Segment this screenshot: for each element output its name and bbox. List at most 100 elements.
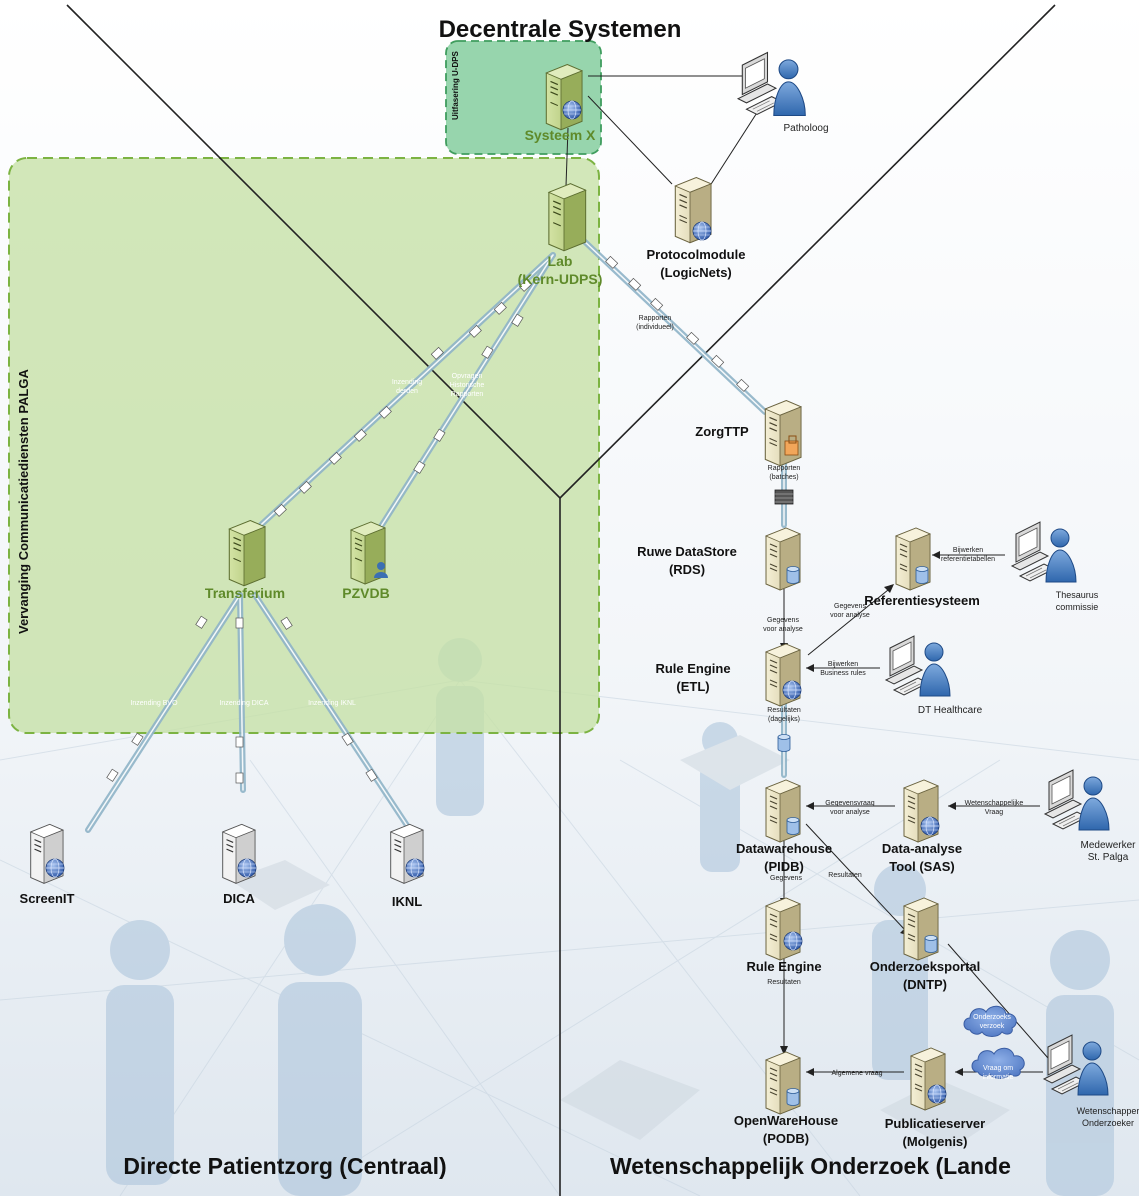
node-publicatieserver[interactable]: Publicatieserver (Molgenis) [885, 1047, 985, 1149]
server-icon [545, 63, 583, 131]
rapporten-individueel-label-2: (individueel) [636, 324, 674, 331]
server-icon [548, 183, 587, 252]
uitfasering-region-label: Uitfasering U-DPS [451, 50, 460, 120]
pzvdb-label: PZVDB [342, 585, 389, 601]
opvragen-label-1: Opvragen [452, 373, 483, 380]
node-data-analyse-tool[interactable]: Data-analyse Tool (SAS) [882, 779, 962, 874]
opvragen-label-2: Historische [450, 382, 485, 389]
dt-healthcare-label: DT Healthcare [918, 705, 983, 716]
batch-stack-icon [774, 489, 794, 505]
title-decentrale-systemen: Decentrale Systemen [439, 16, 682, 43]
globe-icon [237, 858, 257, 878]
lab-label-1: Lab [548, 253, 573, 269]
node-thesaurus[interactable]: Thesaurus commissie [1011, 521, 1099, 612]
vraag-om-informatie-label-2: informatie [983, 1074, 1014, 1081]
node-rule-engine-etl[interactable]: Rule Engine (ETL) [655, 643, 802, 707]
database-icon [915, 566, 929, 584]
lab-label-2: (Kern-UDPS) [518, 271, 603, 287]
globe-icon [45, 858, 65, 878]
protocolmodule-label-2: (LogicNets) [660, 265, 732, 280]
gegevens-analyse-2-label-1: Gegevens [834, 603, 866, 610]
inzending-dica-label: Inzending DICA [219, 700, 268, 707]
dica-label: DICA [223, 891, 255, 906]
rapporten-batches-label-1: Rapporten [768, 465, 801, 472]
globe-icon [920, 816, 940, 836]
resultaten-2-label: Resultaten [767, 979, 801, 986]
data-analyse-label-1: Data-analyse [882, 841, 962, 856]
node-systeem-x[interactable]: Systeem X [525, 63, 596, 143]
daily-results-cylinder-icon [777, 734, 791, 752]
node-patholoog[interactable]: Patholoog [737, 51, 829, 135]
datawarehouse-label-1: Datawarehouse [736, 841, 832, 856]
node-referentiesysteem[interactable]: Referentiesysteem [864, 527, 980, 608]
onderzoeksportal-label-2: (DNTP) [903, 977, 947, 992]
rule-engine-label: Rule Engine [746, 959, 821, 974]
node-iknl[interactable]: IKNL [390, 823, 425, 909]
rule-engine-etl-label-1: Rule Engine [655, 661, 730, 676]
cloud-vraag-om-informatie: Vraag om informatie [971, 1047, 1025, 1081]
pipes [85, 237, 794, 833]
node-lab[interactable]: Lab (Kern-UDPS) [518, 183, 603, 287]
onderzoeksportal-label-1: Onderzoeksportal [870, 959, 981, 974]
zone-dividers [66, 4, 1056, 1196]
rds-label-1: Ruwe DataStore [637, 544, 737, 559]
user-badge-icon [374, 562, 388, 578]
algemene-vraag-label: Algemene vraag [832, 1070, 883, 1077]
node-screenit[interactable]: ScreenIT [20, 823, 75, 906]
onderzoeks-verzoek-label-2: verzoek [980, 1023, 1005, 1030]
title-wetenschappelijk-onderzoek: Wetenschappelijk Onderzoek (Lande [610, 1153, 1011, 1179]
node-pzvdb[interactable]: PZVDB [342, 521, 390, 601]
node-rds[interactable]: Ruwe DataStore (RDS) [637, 527, 801, 591]
wetenschappelijke-vraag-label-1: Wetenschappelijke [965, 800, 1024, 807]
gegevens-label: Gegevens [770, 875, 802, 882]
onderzoeks-verzoek-label-1: Onderzoeks [973, 1014, 1011, 1021]
rapporten-individueel-label-1: Rapporten [639, 315, 672, 322]
openwarehouse-label-2: (PODB) [763, 1131, 809, 1146]
node-dica[interactable]: DICA [222, 823, 257, 906]
wetenschapper-label-2: Onderzoeker [1082, 1118, 1134, 1128]
server-icon [764, 399, 802, 467]
edge-labels: Rapporten (individueel) Inzending derden… [130, 315, 1023, 1077]
node-datawarehouse[interactable]: Datawarehouse (PIDB) [736, 779, 832, 874]
patholoog-label: Patholoog [783, 123, 828, 134]
cloud-onderzoeks-verzoek: Onderzoeks verzoek [963, 1005, 1017, 1037]
protocolmodule-label-1: Protocolmodule [647, 247, 746, 262]
bijwerken-ref-label-2: referentietabellen [941, 556, 995, 563]
globe-icon [692, 221, 712, 241]
node-openwarehouse[interactable]: OpenWareHouse (PODB) [734, 1051, 838, 1146]
resultaten-dagelijks-label-2: (dagelijks) [768, 716, 800, 723]
publicatieserver-label-2: (Molgenis) [903, 1134, 968, 1149]
lock-icon [784, 435, 799, 456]
server-icon [765, 897, 801, 961]
resultaten-dagelijks-label-1: Resultaten [767, 707, 801, 714]
bijwerken-business-label-2: Business rules [820, 670, 866, 677]
globe-icon [405, 858, 425, 878]
systeem-x-label: Systeem X [525, 127, 596, 143]
node-dt-healthcare[interactable]: DT Healthcare [885, 635, 983, 716]
node-wetenschapper[interactable]: Wetenschapper Onderzoeker [1043, 1034, 1139, 1128]
node-protocolmodule[interactable]: Protocolmodule (LogicNets) [647, 176, 746, 280]
openwarehouse-label-1: OpenWareHouse [734, 1113, 838, 1128]
datawarehouse-label-2: (PIDB) [764, 859, 804, 874]
gegevens-analyse-2-label-2: voor analyse [830, 612, 870, 619]
node-transferium[interactable]: Transferium [205, 519, 285, 601]
bijwerken-business-label-1: Bijwerken [828, 661, 858, 668]
publicatieserver-label-1: Publicatieserver [885, 1116, 985, 1131]
vraag-om-informatie-label-1: Vraag om [983, 1065, 1013, 1072]
node-onderzoeksportal[interactable]: Onderzoeksportal (DNTP) [870, 897, 981, 992]
title-directe-patientzorg: Directe Patientzorg (Centraal) [123, 1153, 446, 1179]
inzending-derden-label-1: Inzending [392, 379, 422, 386]
transferium-label: Transferium [205, 585, 285, 601]
globe-icon [562, 100, 582, 120]
inzending-derden-label-2: derden [396, 388, 418, 395]
gegevens-analyse-1-label-1: Gegevens [767, 617, 799, 624]
node-zorgttp[interactable]: ZorgTTP [695, 399, 802, 467]
bijwerken-ref-label-1: Bijwerken [953, 547, 983, 554]
database-icon [924, 935, 938, 953]
node-rule-engine[interactable]: Rule Engine [746, 897, 822, 974]
node-medewerker[interactable]: Medewerker St. Palga [1044, 769, 1136, 863]
vervanging-region [8, 157, 600, 734]
database-icon [786, 817, 800, 835]
thesaurus-label-2: commissie [1056, 602, 1099, 612]
data-analyse-label-2: Tool (SAS) [889, 859, 954, 874]
